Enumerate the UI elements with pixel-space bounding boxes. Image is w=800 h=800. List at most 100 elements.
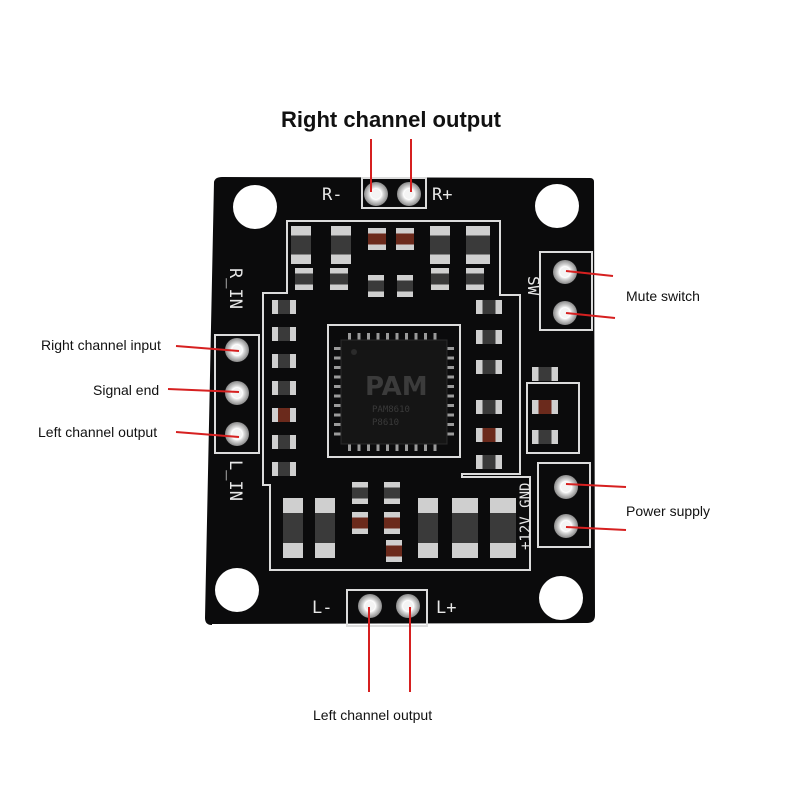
smd-terminal bbox=[397, 275, 413, 281]
mounting-hole bbox=[535, 184, 579, 228]
smd-terminal bbox=[290, 381, 296, 395]
label-mute-switch: Mute switch bbox=[626, 288, 700, 304]
pointer-power-2 bbox=[565, 526, 627, 531]
chip-pin bbox=[446, 404, 454, 407]
chip-pin bbox=[367, 443, 370, 451]
smd-terminal bbox=[495, 428, 502, 442]
mounting-hole bbox=[233, 185, 277, 229]
label-power-supply: Power supply bbox=[626, 503, 711, 519]
chip-pin bbox=[348, 443, 351, 451]
chip-pin bbox=[414, 333, 418, 341]
smd-terminal bbox=[476, 360, 483, 374]
silk-l-minus: L- bbox=[312, 598, 332, 618]
chip-pin bbox=[395, 333, 399, 341]
smd-terminal bbox=[290, 408, 296, 422]
smd-terminal bbox=[397, 291, 413, 297]
chip-pin bbox=[446, 394, 454, 398]
smd-terminal bbox=[384, 512, 400, 518]
smd-terminal bbox=[430, 226, 450, 236]
chip-pin bbox=[334, 394, 342, 398]
smd-terminal bbox=[532, 400, 539, 414]
label-left-channel-output: Left channel output bbox=[313, 707, 433, 723]
smd-terminal bbox=[283, 543, 303, 558]
smd-terminal bbox=[384, 482, 400, 488]
smd-terminal bbox=[495, 300, 502, 314]
pointer-power-1 bbox=[565, 483, 627, 488]
chip-pin bbox=[357, 443, 361, 451]
chip-pin bbox=[334, 385, 342, 388]
smd-terminal bbox=[352, 528, 368, 534]
smd-terminal bbox=[291, 254, 311, 264]
pointer-mute-1 bbox=[565, 270, 614, 277]
smd-terminal bbox=[490, 498, 516, 513]
smd-terminal bbox=[495, 455, 502, 469]
smd-terminal bbox=[295, 284, 313, 290]
silk-r-in: R_IN bbox=[225, 268, 245, 309]
chip-pin bbox=[446, 356, 454, 360]
silk-r-plus: R+ bbox=[432, 185, 452, 205]
silk-l-plus: L+ bbox=[436, 598, 456, 618]
smd-terminal bbox=[315, 543, 335, 558]
smd-terminal bbox=[315, 498, 335, 513]
chip-pin bbox=[376, 443, 380, 451]
mounting-hole bbox=[539, 576, 583, 620]
smd-terminal bbox=[330, 268, 348, 274]
smd-terminal bbox=[452, 543, 478, 558]
smd-terminal bbox=[418, 498, 438, 513]
smd-terminal bbox=[290, 300, 296, 314]
silk-power: +12V GND bbox=[518, 483, 534, 550]
smd-terminal bbox=[352, 512, 368, 518]
smd-terminal bbox=[476, 455, 483, 469]
smd-terminal bbox=[466, 268, 484, 274]
smd-terminal bbox=[272, 354, 278, 368]
chip-pin bbox=[446, 423, 454, 426]
smd-terminal bbox=[331, 254, 351, 264]
label-signal-end: Signal end bbox=[93, 382, 160, 398]
smd-terminal bbox=[384, 528, 400, 534]
smd-terminal bbox=[283, 498, 303, 513]
chip-pin bbox=[446, 385, 454, 388]
silkscreen-outlines bbox=[214, 177, 593, 627]
smd-terminal bbox=[476, 428, 483, 442]
smd-terminal bbox=[272, 300, 278, 314]
chip-pin bbox=[367, 333, 370, 341]
chip-pin bbox=[334, 375, 342, 379]
smd-terminal bbox=[551, 430, 558, 444]
smd-terminal bbox=[352, 498, 368, 504]
chip-logo: PAM bbox=[365, 372, 428, 402]
chip-pin bbox=[357, 333, 361, 341]
pointer-right-input bbox=[175, 345, 240, 352]
smd-terminal bbox=[532, 430, 539, 444]
chip-pin bbox=[334, 356, 342, 360]
chip-pin bbox=[446, 432, 454, 436]
smd-terminal bbox=[291, 226, 311, 236]
smd-terminal bbox=[330, 284, 348, 290]
chip-pin bbox=[334, 347, 342, 350]
silk-l-in: L_IN bbox=[225, 460, 245, 501]
smd-terminal bbox=[551, 367, 558, 381]
chip-pin bbox=[386, 443, 389, 451]
chip-pin bbox=[414, 443, 418, 451]
label-right-channel-input: Right channel input bbox=[41, 337, 161, 353]
smd-terminal bbox=[272, 381, 278, 395]
chip-pin bbox=[433, 333, 437, 341]
smd-terminal bbox=[396, 228, 414, 234]
silk-sw: SW bbox=[524, 276, 543, 296]
chip-pin bbox=[334, 432, 342, 436]
smd-terminal bbox=[495, 330, 502, 344]
chip-pin bbox=[446, 347, 454, 350]
smd-terminal bbox=[476, 330, 483, 344]
smd-terminal bbox=[551, 400, 558, 414]
smd-terminal bbox=[290, 354, 296, 368]
smd-terminal bbox=[431, 268, 449, 274]
pointer-lines bbox=[167, 139, 627, 692]
smd-terminal bbox=[295, 268, 313, 274]
smd-terminal bbox=[490, 543, 516, 558]
smd-terminal bbox=[290, 327, 296, 341]
smd-terminal bbox=[396, 244, 414, 250]
amplifier-chip: PAM PAM8610 P8610 bbox=[334, 333, 454, 451]
smd-terminal bbox=[466, 284, 484, 290]
smd-terminal bbox=[368, 291, 384, 297]
silk-r-minus: R- bbox=[322, 185, 342, 205]
smd-terminal bbox=[368, 228, 386, 234]
